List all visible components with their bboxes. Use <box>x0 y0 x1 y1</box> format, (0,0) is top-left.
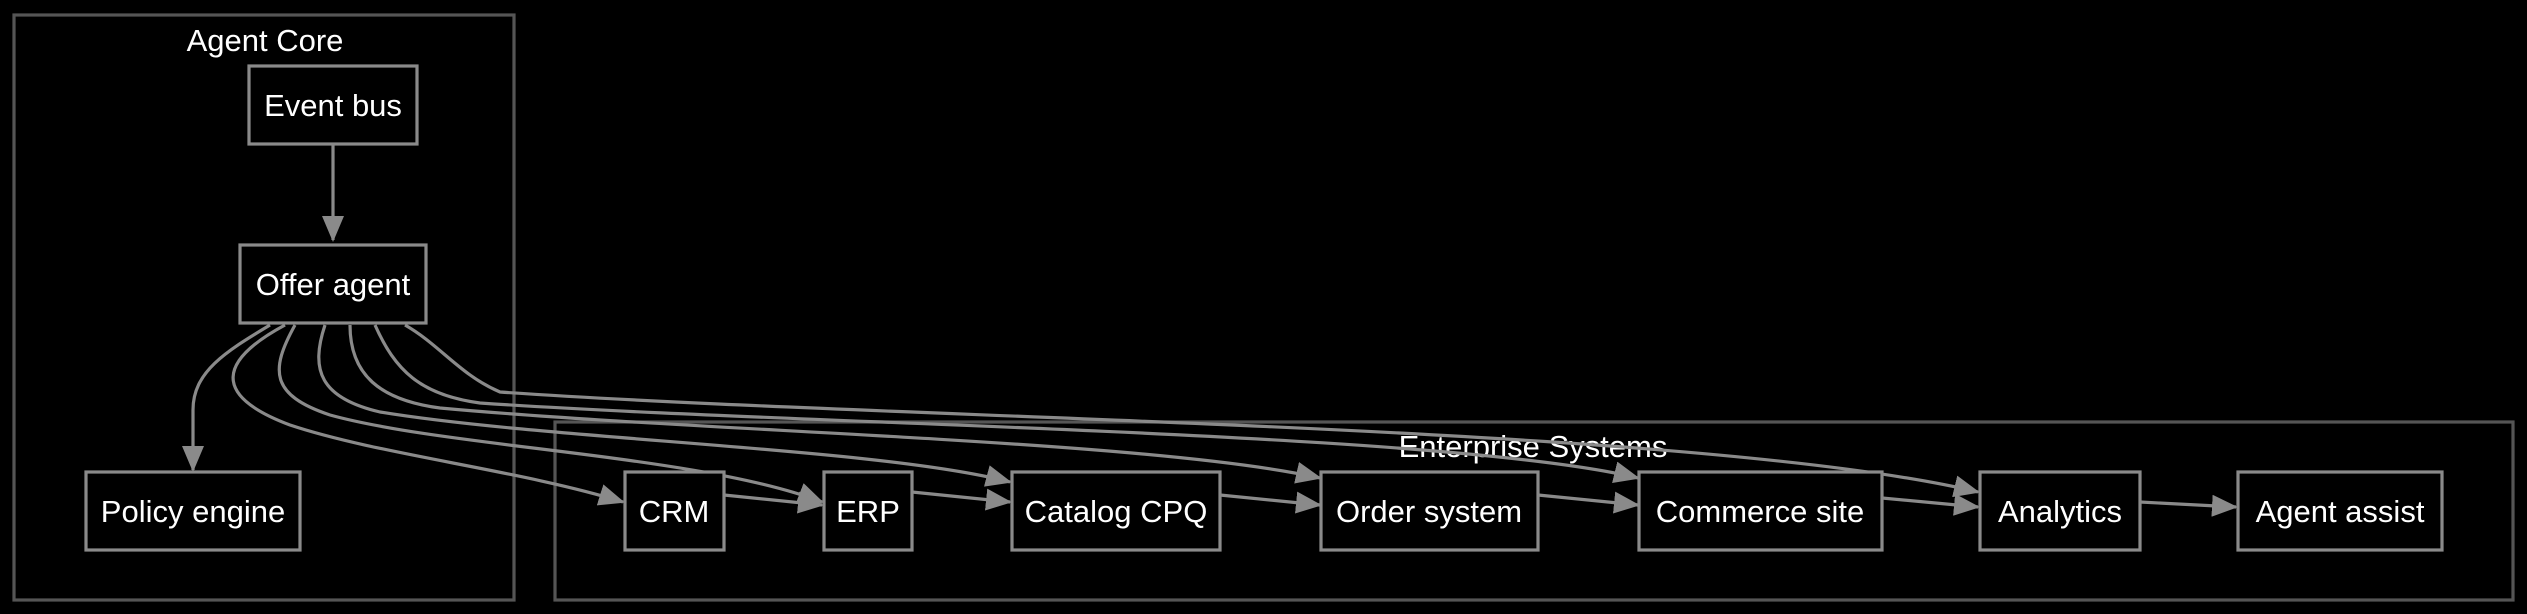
node-analytics: Analytics <box>1978 470 2142 552</box>
node-catalog-cpq-label: Catalog CPQ <box>1025 494 1208 529</box>
edge-ordersystem-commercesite <box>1537 491 1640 514</box>
node-policy-engine: Policy engine <box>84 470 302 552</box>
edge-offeragent-crm <box>231 323 625 506</box>
edge-offeragent-ordersystem <box>348 324 1322 484</box>
node-crm-label: CRM <box>639 494 710 529</box>
node-event-bus-label: Event bus <box>264 88 402 123</box>
node-commerce-site-label: Commerce site <box>1656 494 1864 529</box>
edge-offeragent-commercesite <box>373 324 1640 484</box>
node-commerce-site: Commerce site <box>1637 470 1884 552</box>
node-policy-engine-label: Policy engine <box>101 494 285 529</box>
node-order-system: Order system <box>1319 470 1540 552</box>
edge-offeragent-policyengine <box>182 323 271 472</box>
node-analytics-label: Analytics <box>1998 494 2122 529</box>
group-agent-core: Agent Core <box>12 13 516 602</box>
node-offer-agent-label: Offer agent <box>256 267 411 302</box>
edge-commercesite-analytics <box>1881 493 1980 516</box>
node-crm: CRM <box>623 470 726 552</box>
edge-crm-erp <box>723 491 824 514</box>
node-offer-agent: Offer agent <box>238 243 428 325</box>
edge-erp-catalogcpq <box>911 488 1012 511</box>
edge-analytics-agentassist <box>2139 494 2238 517</box>
node-erp-label: ERP <box>836 494 900 529</box>
edge-offeragent-analytics <box>404 323 1980 498</box>
edge-catalogcpq-ordersystem <box>1219 491 1322 514</box>
node-event-bus: Event bus <box>247 64 419 146</box>
edge-offeragent-catalogcpq <box>317 324 1012 487</box>
node-agent-assist: Agent assist <box>2236 470 2444 552</box>
node-agent-assist-label: Agent assist <box>2256 494 2425 529</box>
node-catalog-cpq: Catalog CPQ <box>1010 470 1222 552</box>
edges <box>182 145 2238 517</box>
node-erp: ERP <box>822 470 914 552</box>
node-order-system-label: Order system <box>1336 494 1522 529</box>
edge-offeragent-erp <box>277 324 824 504</box>
group-agent-core-label: Agent Core <box>187 23 344 58</box>
